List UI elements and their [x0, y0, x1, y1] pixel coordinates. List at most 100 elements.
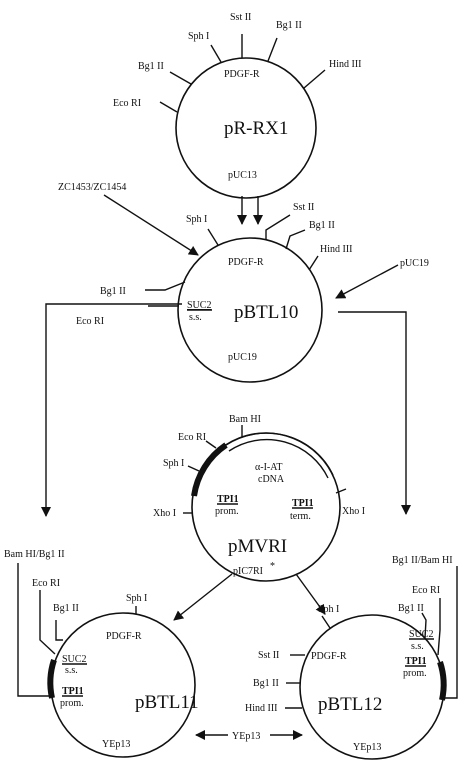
- pmvri-backbone-label: pIC7RI: [233, 566, 263, 577]
- pbtl10-insert-label: PDGF-R: [228, 257, 264, 268]
- pmvri-ecor1-tick: [205, 440, 217, 449]
- pbtl12-backbone-label: YEp13: [353, 742, 381, 753]
- pbtl12-sph1-tick: [321, 615, 331, 629]
- prx1-bgl2-top-label: Bg1 II: [276, 20, 302, 31]
- pbtl10-sst2-tick: [265, 214, 291, 240]
- pbtl11-bgl2-label: Bg1 II: [53, 603, 79, 614]
- plasmid-pbtl12: Bg1 II/Bam HI Eco RI Bg1 II Sph I Sst II…: [245, 555, 458, 760]
- pbtl11-sph1-label: Sph I: [126, 593, 147, 604]
- pbtl12-bgl2-label: Bg1 II: [398, 603, 424, 614]
- prx1-sph1-label: Sph I: [188, 31, 209, 42]
- pbtl10-ecor1-label: Eco RI: [76, 316, 104, 327]
- puc19-input-label: pUC19: [400, 258, 429, 269]
- prx1-ecor1-label: Eco RI: [113, 98, 141, 109]
- pbtl10-bgl2-left-label: Bg1 II: [100, 286, 126, 297]
- pbtl12-hind3-label: Hind III: [245, 703, 278, 714]
- prx1-backbone-label: pUC13: [228, 170, 257, 181]
- plasmid-pbtl10: Sph I Sst II Bg1 II Hind III Bg1 II Eco …: [76, 202, 353, 383]
- prx1-bgl2-top-tick: [267, 37, 278, 62]
- arrow-pmvri-to-pbtl12: [295, 573, 326, 615]
- pbtl10-sph1-label: Sph I: [186, 214, 207, 225]
- pmvri-tpi1-prom-segment: [191, 442, 228, 497]
- pbtl11-name: pBTL11: [135, 692, 199, 713]
- arrow-puc19-to-pbtl10: [335, 264, 399, 299]
- pmvri-ecor1-label: Eco RI: [178, 432, 206, 443]
- pbtl12-name: pBTL12: [318, 694, 382, 715]
- pmvri-cdna-arc-inner: [228, 438, 329, 479]
- pbtl11-prom-label: prom.: [60, 698, 84, 709]
- pbtl12-ecor1-label: Eco RI: [412, 585, 440, 596]
- pbtl10-ss-label: s.s.: [189, 312, 202, 323]
- pbtl11-ecor1-label: Eco RI: [32, 578, 60, 589]
- pmvri-bamhi-label: Bam HI: [229, 414, 261, 425]
- pbtl10-bgl2-right-tick: [285, 229, 306, 250]
- pbtl11-insert-label: PDGF-R: [106, 631, 142, 642]
- pbtl12-bgl2-bamhi-label: Bg1 II/Bam HI: [392, 555, 453, 566]
- pbtl11-tpi1-prom-segment: [47, 659, 57, 699]
- pbtl12-tpi1-label: TPI1: [405, 656, 427, 667]
- plasmid-pbtl11: Bam HI/Bg1 II Eco RI Bg1 II Sph I PDGF-R…: [4, 549, 199, 758]
- pbtl11-bamhi-bgl2-tick: [17, 563, 54, 697]
- pbtl12-prom-label: prom.: [403, 668, 427, 679]
- pbtl12-ecor1-tick: [437, 598, 441, 656]
- pmvri-backbone-mark: *: [270, 561, 275, 572]
- pbtl12-tpi1-prom-segment: [437, 661, 447, 701]
- pbtl12-ss-label: s.s.: [411, 641, 424, 652]
- pbtl12-suc2-label: SUC2: [409, 629, 433, 640]
- pbtl10-suc2-label: SUC2: [187, 300, 211, 311]
- pbtl12-bgl2-bamhi-tick: [441, 566, 458, 699]
- pbtl12-insert-label: PDGF-R: [311, 651, 347, 662]
- pbtl10-bgl2-left-tick: [145, 281, 186, 291]
- plasmid-prx1: Sph I Sst II Bg1 II Hind III Bg1 II Eco …: [113, 12, 362, 199]
- prx1-circle: [175, 57, 317, 199]
- pmvri-tpi1-term-label: TPI1: [292, 498, 314, 509]
- prx1-sph1-tick: [210, 44, 222, 63]
- pbtl11-bamhi-bgl2-label: Bam HI/Bg1 II: [4, 549, 65, 560]
- pbtl10-bgl2-right-label: Bg1 II: [309, 220, 335, 231]
- prx1-sst2-label: Sst II: [230, 12, 251, 23]
- pmvri-cdna-arc-outer: [225, 432, 334, 476]
- arrow-pbtl10-to-pbtl11-branch: [41, 303, 182, 517]
- pbtl10-sph1-tick: [207, 228, 219, 246]
- prx1-hind3-label: Hind III: [329, 59, 362, 70]
- oligos-label: ZC1453/ZC1454: [58, 182, 126, 193]
- prx1-hind3-tick: [303, 69, 326, 89]
- arrow-pbtl10-to-pbtl12-branch: [338, 311, 411, 515]
- pbtl11-suc2-label: SUC2: [62, 654, 86, 665]
- pmvri-cdna-label-1: α-I-AT: [255, 462, 282, 473]
- pbtl11-tpi1-label: TPI1: [62, 686, 84, 697]
- pmvri-name: pMVRI: [228, 536, 287, 557]
- pmvri-xho1-right-tick: [335, 488, 347, 494]
- prx1-ecor1-tick: [159, 101, 178, 113]
- pmvri-sph1-tick: [187, 465, 200, 472]
- pmvri-term-label: term.: [290, 511, 311, 522]
- pbtl11-bgl2-tick: [55, 620, 63, 641]
- pmvri-cdna-label-2: cDNA: [258, 474, 285, 485]
- pbtl12-sph1-label: Sph I: [318, 604, 339, 615]
- pbtl10-name: pBTL10: [234, 302, 298, 323]
- pmvri-xho1-left-label: Xho I: [153, 508, 176, 519]
- prx1-name: pR-RX1: [224, 118, 288, 139]
- pmvri-sph1-label: Sph I: [163, 458, 184, 469]
- pbtl12-bgl2-left-label: Bg1 II: [253, 678, 279, 689]
- prx1-bgl2-left-tick: [169, 71, 192, 85]
- pbtl10-backbone-label: pUC19: [228, 352, 257, 363]
- pbtl10-sst2-label: Sst II: [293, 202, 314, 213]
- pbtl11-backbone-label: YEp13: [102, 739, 130, 750]
- yep13-input-label: YEp13: [232, 731, 260, 742]
- pbtl11-ss-label: s.s.: [65, 665, 78, 676]
- pbtl12-sst2-label: Sst II: [258, 650, 279, 661]
- pmvri-xho1-right-label: Xho I: [342, 506, 365, 517]
- prx1-insert-label: PDGF-R: [224, 69, 260, 80]
- pbtl10-circle: [177, 237, 323, 383]
- arrow-pmvri-to-pbtl11: [173, 573, 233, 621]
- pmvri-prom-label: prom.: [215, 506, 239, 517]
- plasmid-pmvri: Bam HI Eco RI Sph I Xho I Xho I α-I-AT c…: [153, 414, 365, 582]
- arrow-oligos-to-pbtl10: [103, 194, 199, 256]
- pbtl10-hind3-label: Hind III: [320, 244, 353, 255]
- prx1-bgl2-left-label: Bg1 II: [138, 61, 164, 72]
- pbtl11-ecor1-tick: [39, 590, 56, 655]
- pbtl10-hind3-tick: [308, 255, 319, 271]
